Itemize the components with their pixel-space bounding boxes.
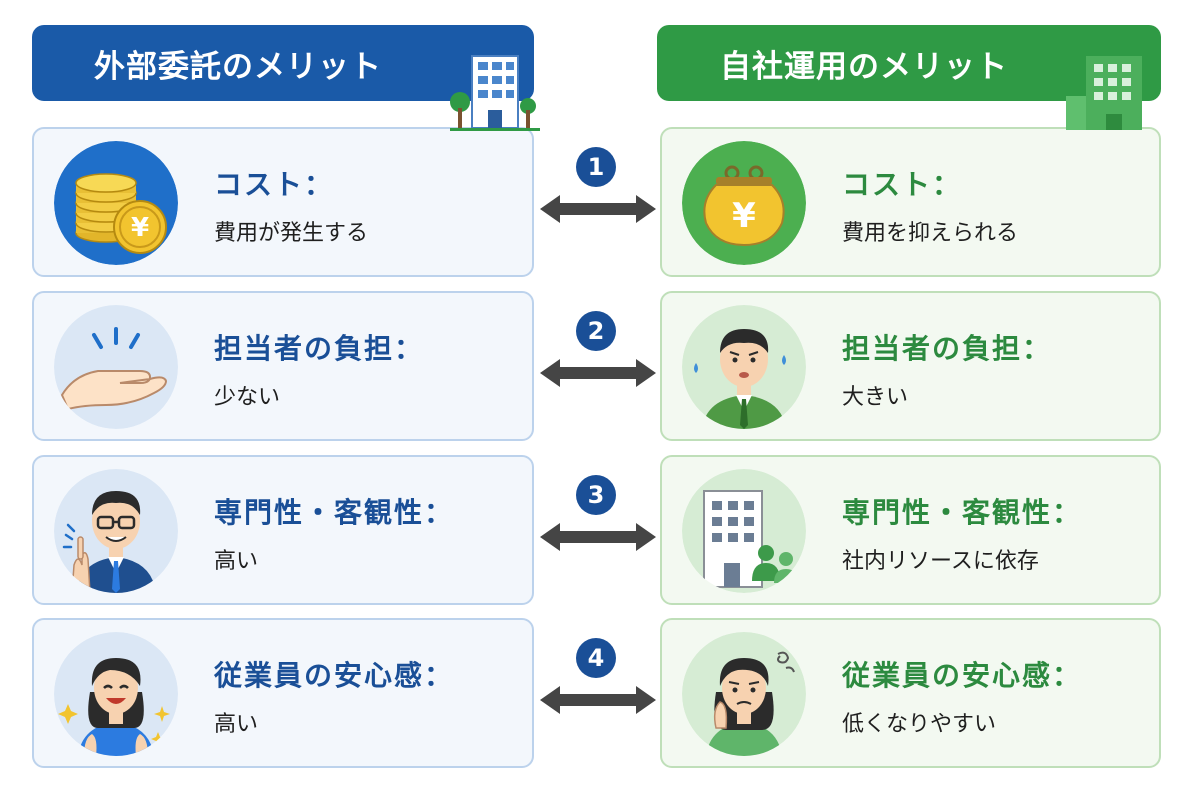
inhouse-cost-desc: 費用を抑えられる <box>842 221 1019 246</box>
expert-consultant-icon <box>54 469 178 593</box>
double-arrow-icon <box>540 686 656 714</box>
inhouse-header: 自社運用のメリット <box>657 25 1161 101</box>
number-badge-2: 2 <box>576 311 616 351</box>
inhouse-burden-title: 担当者の負担： <box>842 332 1053 365</box>
double-arrow-icon <box>540 359 656 387</box>
number-badge-1: 1 <box>576 147 616 187</box>
inhouse-reassurance-title: 従業員の安心感： <box>842 659 1083 692</box>
inhouse-expertise-desc: 社内リソースに依存 <box>842 549 1039 574</box>
outsourcing-burden-title: 担当者の負担： <box>214 332 425 365</box>
outsourcing-cost-title: コスト： <box>214 168 335 201</box>
inhouse-reassurance-card: 従業員の安心感： 低くなりやすい <box>660 618 1161 768</box>
double-arrow-icon <box>540 523 656 551</box>
svg-text:¥: ¥ <box>131 213 149 243</box>
inhouse-expertise-card: 専門性・客観性： 社内リソースに依存 <box>660 455 1161 605</box>
outsourcing-cost-card: ¥ コスト： 費用が発生する <box>32 127 534 277</box>
outsourcing-expertise-card: 専門性・客観性： 高い <box>32 455 534 605</box>
green-building-icon <box>1066 56 1142 130</box>
worried-employee-icon <box>682 632 806 756</box>
outsourcing-burden-card: 担当者の負担： 少ない <box>32 291 534 441</box>
outsourcing-cost-desc: 費用が発生する <box>214 221 369 246</box>
building-with-trees-icon <box>450 55 540 131</box>
office-team-icon <box>682 469 806 593</box>
svg-text:¥: ¥ <box>732 196 756 236</box>
number-badge-3: 3 <box>576 475 616 515</box>
number-badge-4: 4 <box>576 638 616 678</box>
inhouse-expertise-title: 専門性・客観性： <box>842 496 1083 529</box>
outsourcing-burden-desc: 少ない <box>214 385 281 410</box>
yen-coins-icon: ¥ <box>54 141 178 265</box>
inhouse-burden-desc: 大きい <box>842 385 909 410</box>
outsourcing-expertise-desc: 高い <box>214 549 259 574</box>
happy-employee-icon <box>54 632 178 756</box>
inhouse-burden-card: 担当者の負担： 大きい <box>660 291 1161 441</box>
outsourcing-reassurance-desc: 高い <box>214 712 259 737</box>
open-hand-icon <box>54 305 178 429</box>
double-arrow-icon <box>540 195 656 223</box>
coin-purse-icon: ¥ <box>682 141 806 265</box>
stressed-worker-icon <box>682 305 806 429</box>
outsourcing-reassurance-card: 従業員の安心感： 高い <box>32 618 534 768</box>
inhouse-cost-card: ¥ コスト： 費用を抑えられる <box>660 127 1161 277</box>
outsourcing-expertise-title: 専門性・客観性： <box>214 496 455 529</box>
inhouse-cost-title: コスト： <box>842 168 963 201</box>
outsourcing-header: 外部委託のメリット <box>32 25 534 101</box>
outsourcing-reassurance-title: 従業員の安心感： <box>214 659 455 692</box>
inhouse-header-title: 自社運用のメリット <box>720 48 1008 85</box>
outsourcing-header-title: 外部委託のメリット <box>94 48 382 85</box>
inhouse-reassurance-desc: 低くなりやすい <box>842 712 997 737</box>
